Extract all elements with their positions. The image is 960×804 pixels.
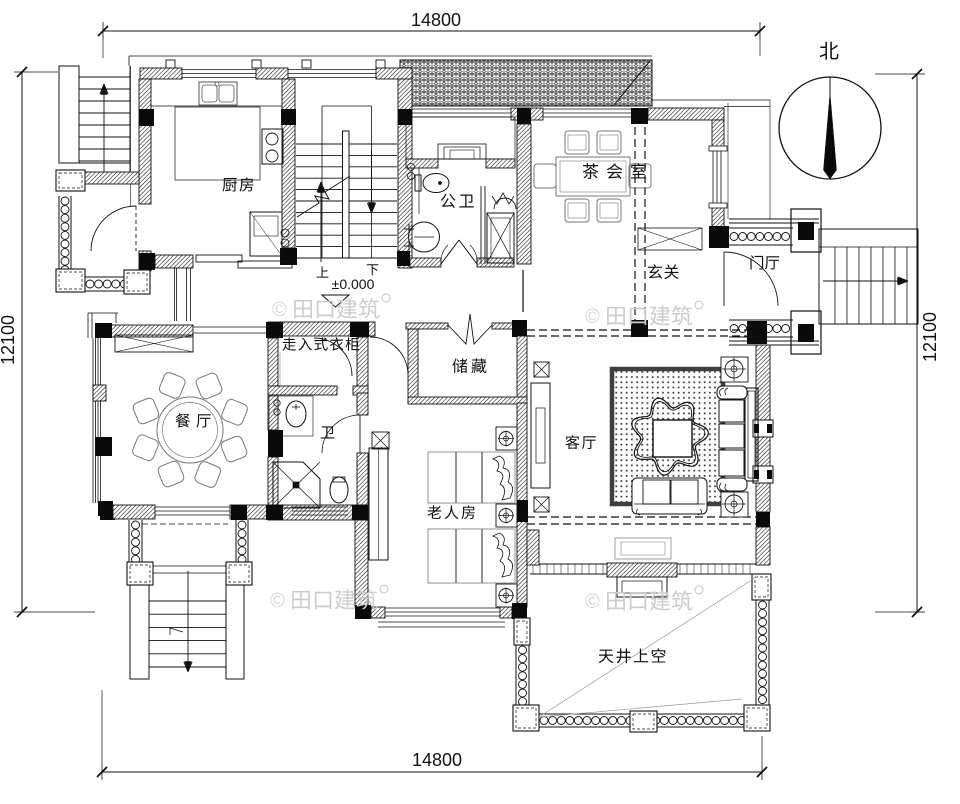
svg-text:©: © <box>270 590 285 612</box>
svg-text:12100: 12100 <box>0 315 18 365</box>
svg-text:12100: 12100 <box>920 312 940 362</box>
svg-text:©: © <box>272 299 287 321</box>
svg-text:©: © <box>585 306 600 328</box>
svg-text:14800: 14800 <box>411 10 461 30</box>
svg-text:14800: 14800 <box>412 750 462 770</box>
svg-text:©: © <box>585 591 600 613</box>
svg-text:±0.000: ±0.000 <box>332 276 375 292</box>
